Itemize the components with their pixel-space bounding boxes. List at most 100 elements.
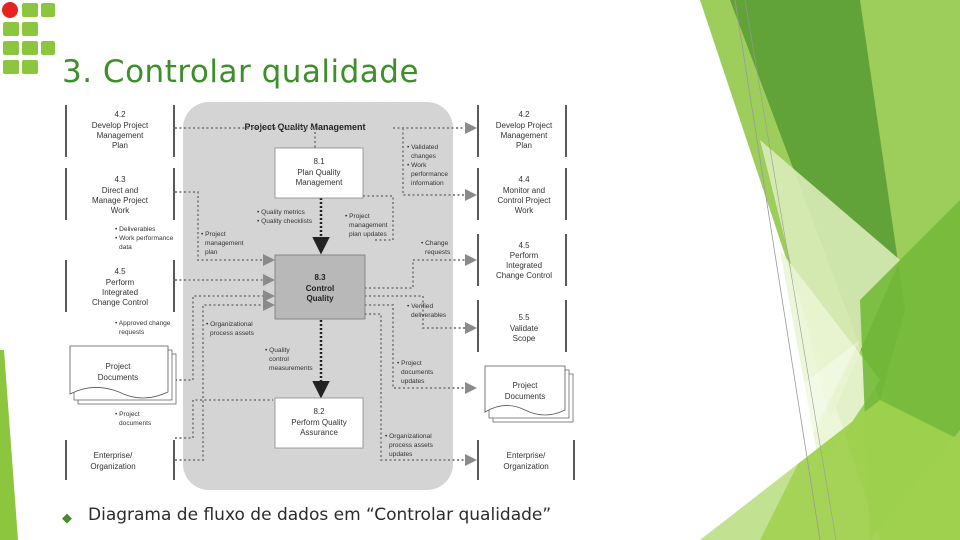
svg-text:Validate: Validate	[510, 324, 539, 333]
svg-text:Assurance: Assurance	[300, 428, 338, 437]
svg-text:Perform: Perform	[510, 251, 539, 260]
svg-text:• Project: • Project	[397, 360, 422, 367]
svg-text:4.5: 4.5	[518, 241, 530, 250]
svg-text:process assets: process assets	[210, 330, 255, 337]
label-project-documents-in: • Project documents	[115, 411, 152, 427]
svg-text:4.3: 4.3	[114, 175, 126, 184]
facet-line-1	[734, 0, 821, 540]
label-quality-metrics: • Quality metrics • Quality checklists	[257, 209, 313, 225]
facet-line-2	[744, 0, 837, 540]
label-change-requests: • Change requests	[421, 240, 451, 256]
svg-text:Plan: Plan	[112, 141, 128, 150]
svg-text:Plan Quality: Plan Quality	[297, 168, 340, 177]
svg-text:Management: Management	[97, 131, 144, 140]
svg-text:management: management	[205, 240, 244, 247]
svg-text:control: control	[269, 356, 289, 363]
svg-text:Control: Control	[306, 284, 334, 293]
facet-pale	[760, 140, 900, 420]
svg-text:Work: Work	[515, 206, 535, 215]
right-box-4-5: 4.5 Perform Integrated Change Control	[477, 234, 567, 286]
svg-text:Documents: Documents	[98, 373, 138, 382]
facet-left-sliver	[0, 350, 18, 540]
svg-text:4.2: 4.2	[518, 110, 530, 119]
svg-text:plan: plan	[205, 249, 218, 256]
svg-text:updates: updates	[389, 451, 413, 458]
svg-text:8.3: 8.3	[314, 273, 326, 282]
svg-text:• Approved change: • Approved change	[115, 320, 171, 327]
svg-text:• Quality: • Quality	[265, 347, 290, 354]
svg-text:updates: updates	[401, 378, 425, 385]
svg-text:deliverables: deliverables	[411, 312, 447, 319]
label-deliverables: • Deliverables • Work performance data	[115, 226, 174, 251]
label-quality-control: • Quality control measurements	[265, 347, 313, 372]
svg-text:Integrated: Integrated	[102, 288, 138, 297]
svg-text:• Quality metrics: • Quality metrics	[257, 209, 305, 216]
left-box-enterprise-organization: Enterprise/ Organization	[65, 440, 175, 480]
data-flow-diagram: Project Quality Management 8.1 Plan Qual…	[65, 102, 575, 490]
svg-text:measurements: measurements	[269, 365, 313, 372]
svg-text:Documents: Documents	[505, 392, 545, 401]
right-box-4-2: 4.2 Develop Project Management Plan	[477, 105, 567, 157]
facet-white-wedge	[600, 340, 860, 540]
center-box-8-2: 8.2 Perform Quality Assurance	[274, 397, 364, 449]
svg-text:management: management	[349, 222, 388, 229]
svg-text:documents: documents	[119, 420, 152, 427]
svg-text:Control Project: Control Project	[498, 196, 552, 205]
svg-text:Project: Project	[106, 362, 132, 371]
svg-text:Direct and: Direct and	[102, 186, 138, 195]
svg-text:Enterprise/: Enterprise/	[94, 451, 133, 460]
left-box-4-3: 4.3 Direct and Manage Project Work	[65, 168, 175, 220]
svg-text:4.5: 4.5	[114, 267, 126, 276]
svg-text:Develop Project: Develop Project	[496, 121, 553, 130]
svg-text:documents: documents	[401, 369, 434, 376]
svg-text:• Project: • Project	[115, 411, 140, 418]
label-project-docs-updates: • Project documents updates	[397, 360, 434, 385]
center-box-8-3: 8.3 Control Quality	[274, 254, 366, 320]
label-pm-plan-updates: • Project management plan updates	[345, 213, 388, 238]
svg-text:Manage Project: Manage Project	[92, 196, 149, 205]
right-box-4-4: 4.4 Monitor and Control Project Work	[477, 168, 567, 220]
svg-text:process assets: process assets	[389, 442, 434, 449]
svg-text:• Quality checklists: • Quality checklists	[257, 218, 313, 225]
svg-text:Monitor and: Monitor and	[503, 186, 545, 195]
svg-text:• Project: • Project	[201, 231, 226, 238]
left-box-project-documents: Project Documents	[69, 345, 177, 405]
svg-text:• Validated: • Validated	[407, 144, 438, 151]
svg-text:4.2: 4.2	[114, 110, 126, 119]
svg-text:Enterprise/: Enterprise/	[507, 451, 546, 460]
right-box-5-5: 5.5 Validate Scope	[477, 300, 567, 352]
label-verified-deliverables: • Verified deliverables	[407, 303, 447, 319]
svg-text:• Work performance: • Work performance	[115, 235, 174, 242]
svg-text:Management: Management	[501, 131, 548, 140]
svg-text:• Verified: • Verified	[407, 303, 433, 310]
svg-text:Quality: Quality	[306, 294, 334, 303]
svg-text:Perform: Perform	[106, 278, 135, 287]
svg-text:Organization: Organization	[503, 462, 548, 471]
svg-text:requests: requests	[119, 329, 145, 336]
svg-text:8.2: 8.2	[313, 407, 325, 416]
right-box-project-documents: Project Documents	[484, 365, 574, 423]
facet-pale-lower	[780, 250, 880, 470]
flow-lines	[175, 122, 477, 466]
svg-text:requests: requests	[425, 249, 451, 256]
label-approved-change: • Approved change requests	[115, 320, 171, 336]
svg-text:4.4: 4.4	[518, 175, 530, 184]
svg-text:Organization: Organization	[90, 462, 135, 471]
logo-red-dot	[2, 2, 18, 18]
institution-logo	[2, 2, 55, 74]
svg-text:Perform Quality: Perform Quality	[291, 418, 347, 427]
svg-text:data: data	[119, 244, 132, 251]
slide-title: 3. Controlar qualidade	[62, 54, 420, 90]
svg-text:Work: Work	[111, 206, 131, 215]
svg-text:8.1: 8.1	[313, 157, 325, 166]
svg-text:performance: performance	[411, 171, 448, 178]
panel-title: Project Quality Management	[244, 122, 365, 132]
left-box-4-5: 4.5 Perform Integrated Change Control	[65, 260, 175, 312]
svg-text:Plan: Plan	[516, 141, 532, 150]
svg-text:• Change: • Change	[421, 240, 449, 247]
svg-text:• Project: • Project	[345, 213, 370, 220]
svg-text:Project: Project	[513, 381, 539, 390]
svg-text:5.5: 5.5	[518, 313, 530, 322]
bullet-diamond-icon: ◆	[62, 511, 72, 526]
